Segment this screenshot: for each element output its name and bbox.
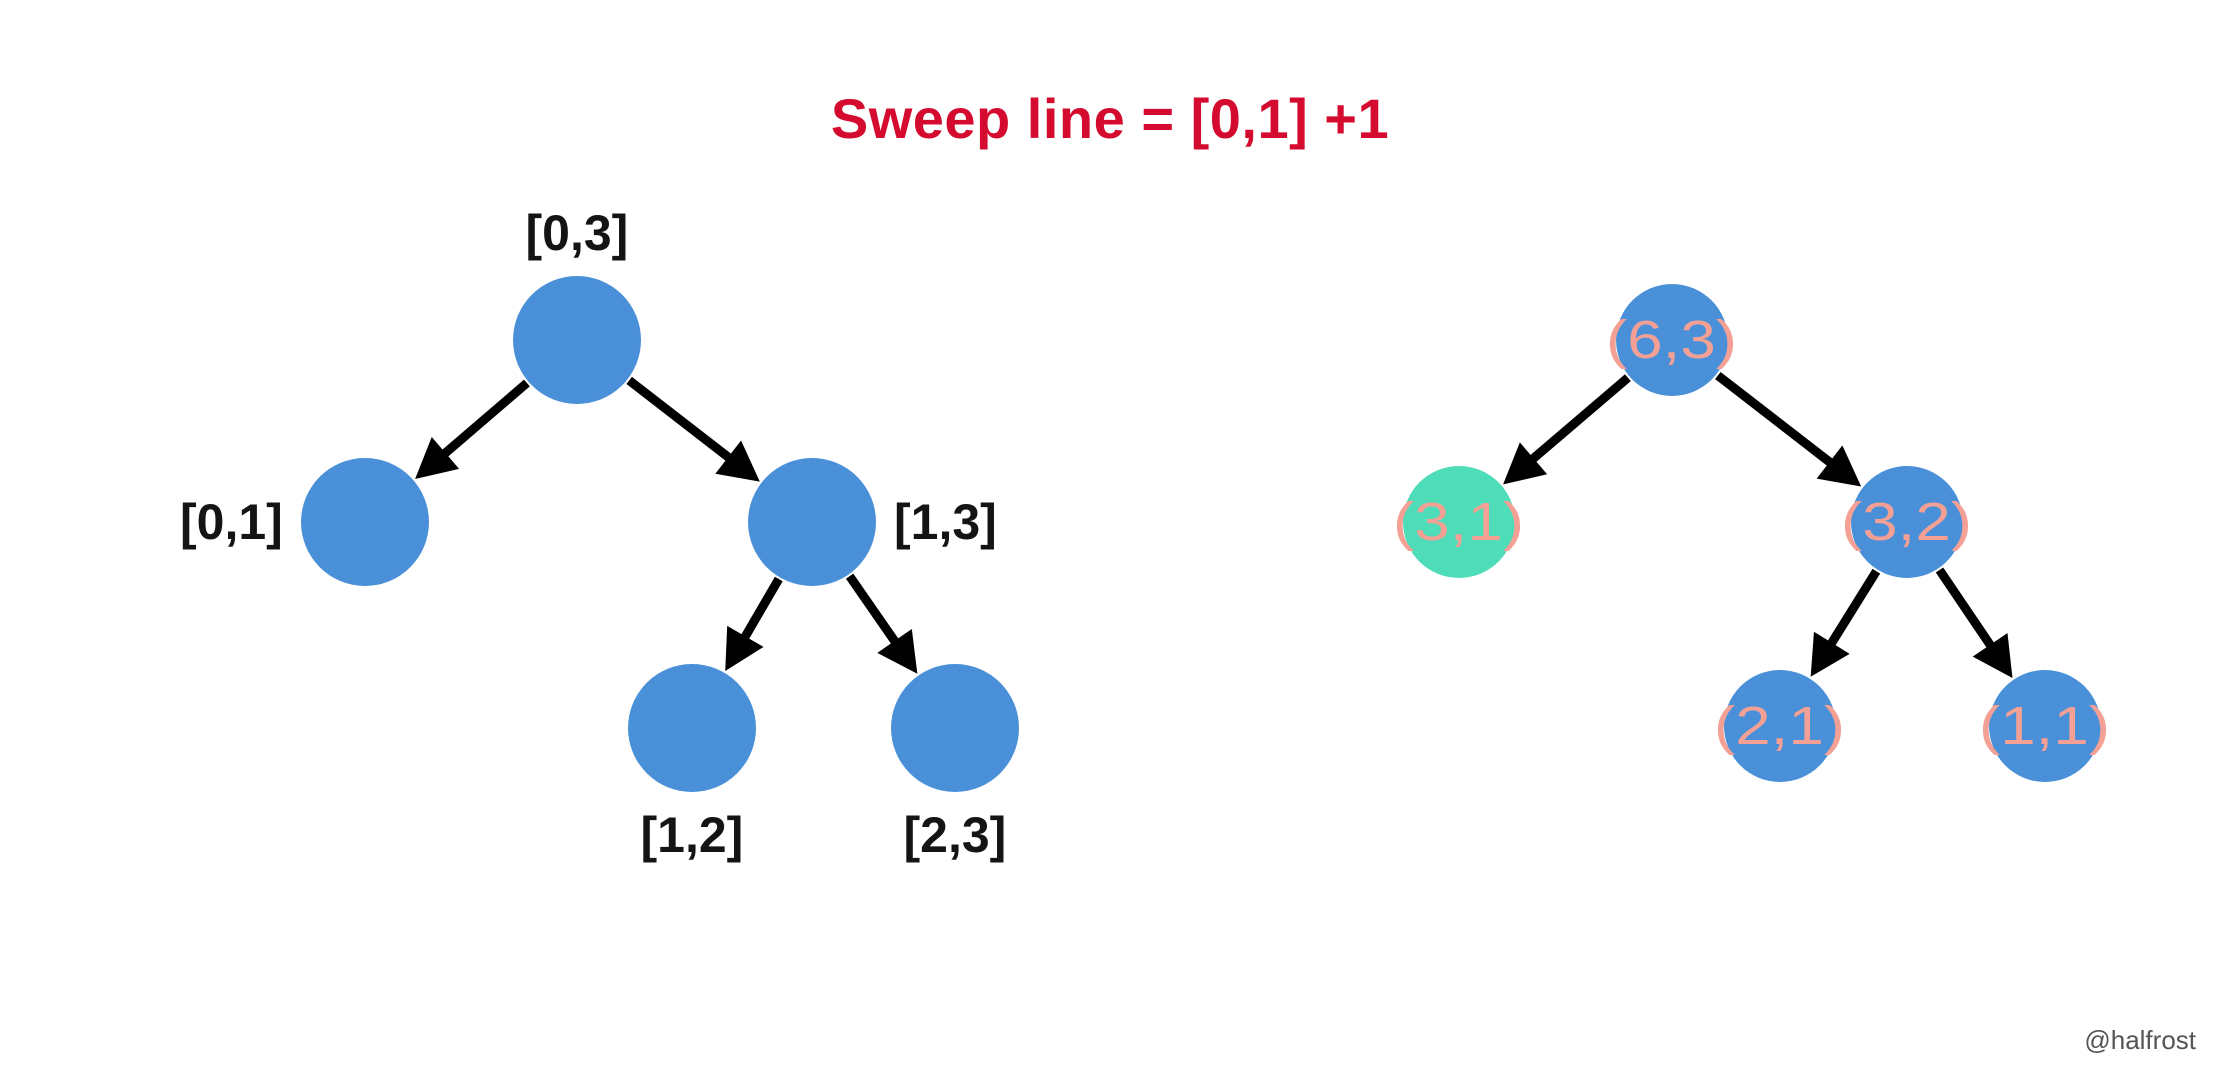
tree-node[interactable]: (3,2) [1841,466,1973,578]
tree-edge-line [845,573,901,647]
tree-edge-line [1527,374,1631,465]
tree-node-label: (2,1) [1714,696,1846,756]
tree-node-label: (3,1) [1393,492,1525,552]
tree-node-label: [0,3] [525,205,629,261]
tree-edge-line [739,576,783,643]
page-title: Sweep line = [0,1] +1 [830,87,1390,150]
watermark: @halfrost [2084,1025,2196,1055]
tree-edge-arrowhead [715,440,760,482]
tree-node-label: (3,2) [1841,492,1973,552]
tree-edge-arrowhead [725,625,764,671]
tree-node[interactable] [301,458,429,586]
tree-node-label: [1,3] [894,494,997,550]
tree-edge-arrowhead [1972,633,2013,678]
tree-edge-line [1935,567,1997,651]
tree-node[interactable]: (1,1) [1979,670,2111,782]
tree-node-label: [2,3] [903,807,1007,863]
tree-edge-line [626,376,735,464]
tree-node[interactable] [891,664,1019,792]
tree-edge-arrowhead [877,628,918,674]
tree-edge-arrowhead [1810,631,1850,677]
tree-node[interactable]: (3,1) [1393,466,1525,578]
tree-edge-line [1825,568,1881,649]
tree-node[interactable] [628,664,756,792]
tree-node[interactable] [748,458,876,586]
tree-node-label: (1,1) [1979,696,2111,756]
tree-edge-arrowhead [1503,442,1548,485]
tree-edge-line [1715,371,1836,469]
tree-node[interactable] [513,276,641,404]
tree-edge-arrowhead [415,437,460,480]
tree-node-label: [0,1] [180,494,283,550]
tree-node[interactable]: (2,1) [1714,670,1846,782]
tree-node-label: [1,2] [640,807,744,863]
tree-edge-line [439,379,530,459]
tree-node-label: (6,3) [1606,310,1738,370]
tree-edge-arrowhead [1816,445,1862,487]
tree-node[interactable]: (6,3) [1606,284,1738,396]
